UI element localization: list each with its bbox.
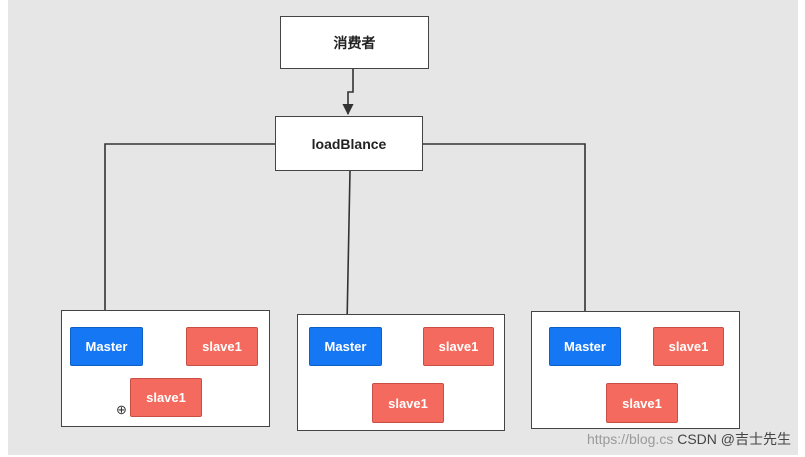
- cluster-2-slave-bottom-label: slave1: [388, 395, 428, 411]
- cluster-1-slave-bottom-label: slave1: [146, 390, 186, 405]
- cluster-2-slave-top: slave1: [423, 327, 494, 366]
- cluster-2-master: Master: [309, 327, 382, 366]
- connector-consumer-to-lb: [342, 68, 354, 116]
- cluster-3-master: Master: [549, 327, 621, 366]
- load-balancer-node: loadBlance: [275, 116, 423, 171]
- cluster-3-slave-top-label: slave1: [668, 339, 709, 354]
- cluster-3-slave-top: slave1: [653, 327, 724, 366]
- connector-lb-to-cluster-1: [99, 143, 275, 326]
- cluster-1-master-label: Master: [85, 339, 128, 354]
- zoom-in-icon: ⊕: [116, 402, 127, 417]
- watermark-url: https://blog.cs: [586, 431, 674, 447]
- cluster-1-slave-top: slave1: [186, 327, 258, 366]
- connector-lb-to-cluster-3: [423, 143, 591, 326]
- cluster-3-master-label: Master: [564, 339, 606, 354]
- cluster-2-slave-bottom: slave1: [372, 383, 444, 423]
- cluster-1-master: Master: [70, 327, 143, 366]
- cluster-2-slave-top-label: slave1: [438, 339, 479, 354]
- cluster-2-master-label: Master: [324, 339, 367, 354]
- cluster-1-slave-top-label: slave1: [202, 339, 242, 354]
- cluster-3-slave-bottom: slave1: [606, 383, 678, 423]
- consumer-label: 消费者: [333, 34, 376, 51]
- consumer-node: 消费者: [280, 16, 429, 69]
- watermark: https://blog.cs CSDN @吉士先生: [587, 429, 791, 449]
- cluster-3-slave-bottom-label: slave1: [622, 395, 662, 411]
- watermark-brand: CSDN @吉士先生: [677, 431, 791, 447]
- load-balancer-label: loadBlance: [311, 135, 387, 152]
- cluster-1-slave-bottom: slave1: [130, 378, 202, 417]
- connector-lb-to-cluster-2: [341, 170, 353, 326]
